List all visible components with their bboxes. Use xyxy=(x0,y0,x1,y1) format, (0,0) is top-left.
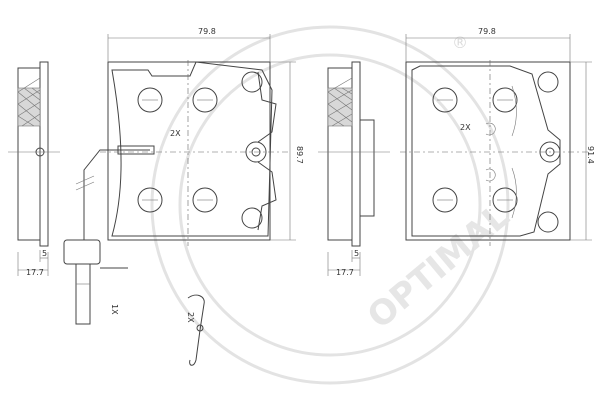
left-pad-quantity: 2X xyxy=(170,129,181,138)
right-pad-quantity: 2X xyxy=(460,123,471,132)
right-width-dimension-line xyxy=(405,34,571,62)
left-height-dimension: 89.7 xyxy=(295,146,304,164)
right-pad-side-view xyxy=(318,61,390,276)
left-pad-side-view xyxy=(8,61,60,276)
sensor-quantity: 1X xyxy=(110,304,119,315)
right-height-dimension: 91.4 xyxy=(586,146,595,164)
right-height-dimension-line xyxy=(570,61,592,241)
registered-mark: ® xyxy=(452,33,468,52)
left-backplate-dimension: 5 xyxy=(42,249,47,258)
left-thickness-dimension: 17.7 xyxy=(26,268,44,277)
spring-clip xyxy=(187,294,205,366)
optimal-watermark-seal: OPTIMAL ® xyxy=(150,25,517,385)
left-pad-front-view xyxy=(75,60,290,246)
left-width-dimension-line xyxy=(107,34,271,62)
left-width-dimension: 79.8 xyxy=(198,27,216,36)
left-height-dimension-line xyxy=(270,61,296,241)
right-backplate-dimension: 5 xyxy=(354,249,359,258)
watermark-brand-text: OPTIMAL xyxy=(360,196,517,337)
right-thickness-dimension: 17.7 xyxy=(336,268,354,277)
right-width-dimension: 79.8 xyxy=(478,27,496,36)
spring-clip-quantity: 2X xyxy=(186,312,195,323)
wear-sensor-connector xyxy=(63,239,128,325)
